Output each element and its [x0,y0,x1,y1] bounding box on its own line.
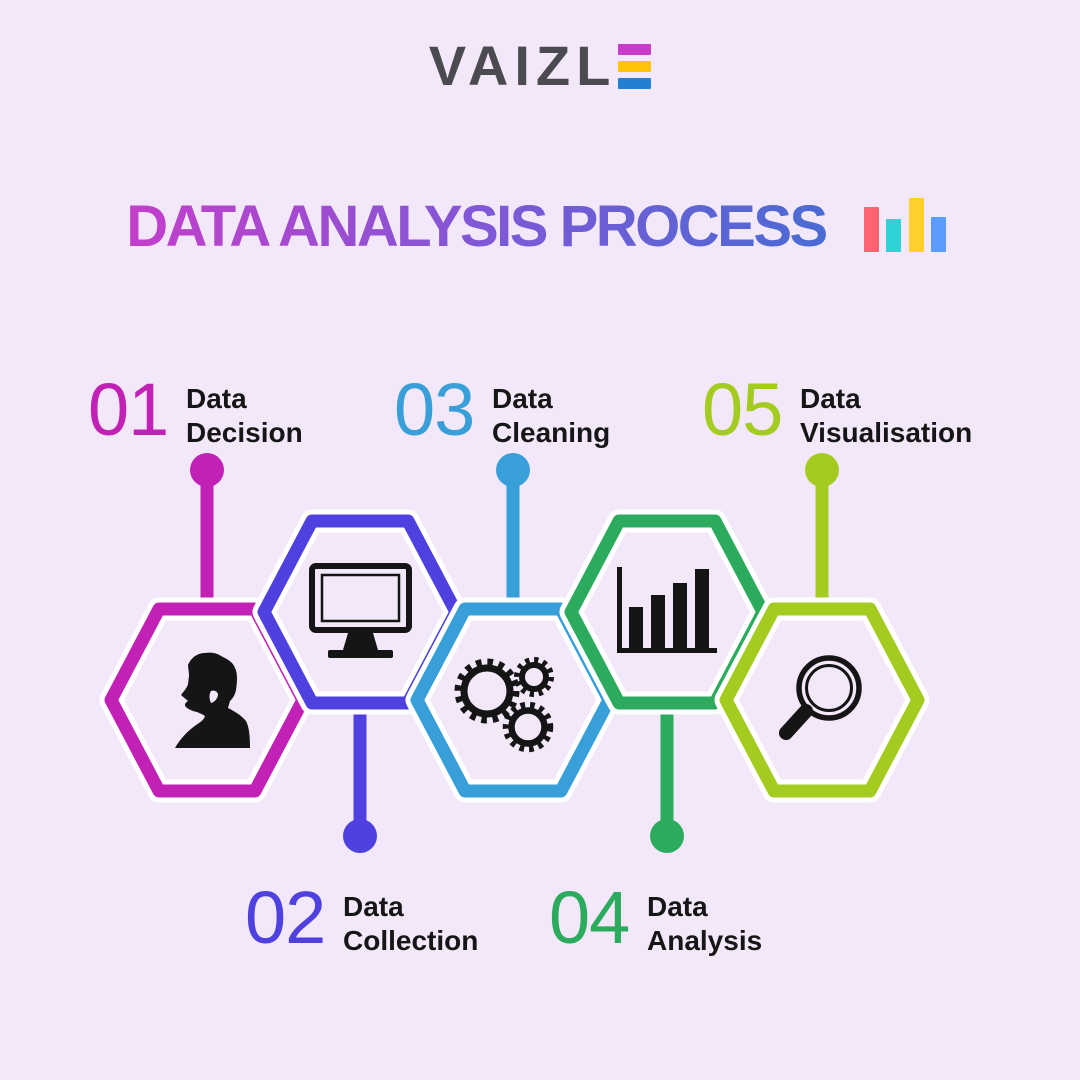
step-05-label: Data Visualisation [800,383,973,449]
step-05-shape [714,453,930,803]
connector-dot-02 [343,819,377,853]
person-icon [175,652,250,748]
step-01-number: 01 [88,368,169,451]
step-02-number: 02 [245,876,326,959]
page-title: DATA ANALYSIS PROCESS [126,194,828,259]
step-03-label-group: 03 Data Cleaning [394,368,611,451]
logo-e-bar-bottom [618,77,652,89]
step-01-label: Data Decision [186,383,303,449]
bar-chart-icon [617,567,717,653]
title-bar-chart-icon [863,198,946,252]
step-02-label-group: 02 Data Collection [245,876,479,959]
step-05-number: 05 [702,368,783,451]
logo-letter-e [618,43,652,89]
connector-dot-04 [650,819,684,853]
step-04-label: Data Analysis [647,891,763,957]
connector-dot-01 [190,453,224,487]
title-row: DATA ANALYSIS PROCESS [0,197,1080,256]
step-05-label-group: 05 Data Visualisation [702,368,973,451]
step-04-number: 04 [549,876,630,959]
hexagon-05 [719,602,925,798]
magnifier-icon [779,655,862,740]
logo-e-bar-middle [618,60,652,72]
logo-e-bar-top [618,43,652,55]
logo-wordmark: VAIZL [428,34,617,97]
monitor-icon [309,563,412,658]
step-03-label: Data Cleaning [492,383,611,449]
step-01-label-group: 01 Data Decision [88,368,303,451]
step-04-shape [559,509,775,853]
connector-dot-03 [496,453,530,487]
gears-icon [454,657,554,753]
step-03-number: 03 [394,368,475,451]
step-04-label-group: 04 Data Analysis [549,876,763,959]
vaizle-logo: VAIZL [0,38,1080,94]
connector-dot-05 [805,453,839,487]
step-02-label: Data Collection [343,891,479,957]
